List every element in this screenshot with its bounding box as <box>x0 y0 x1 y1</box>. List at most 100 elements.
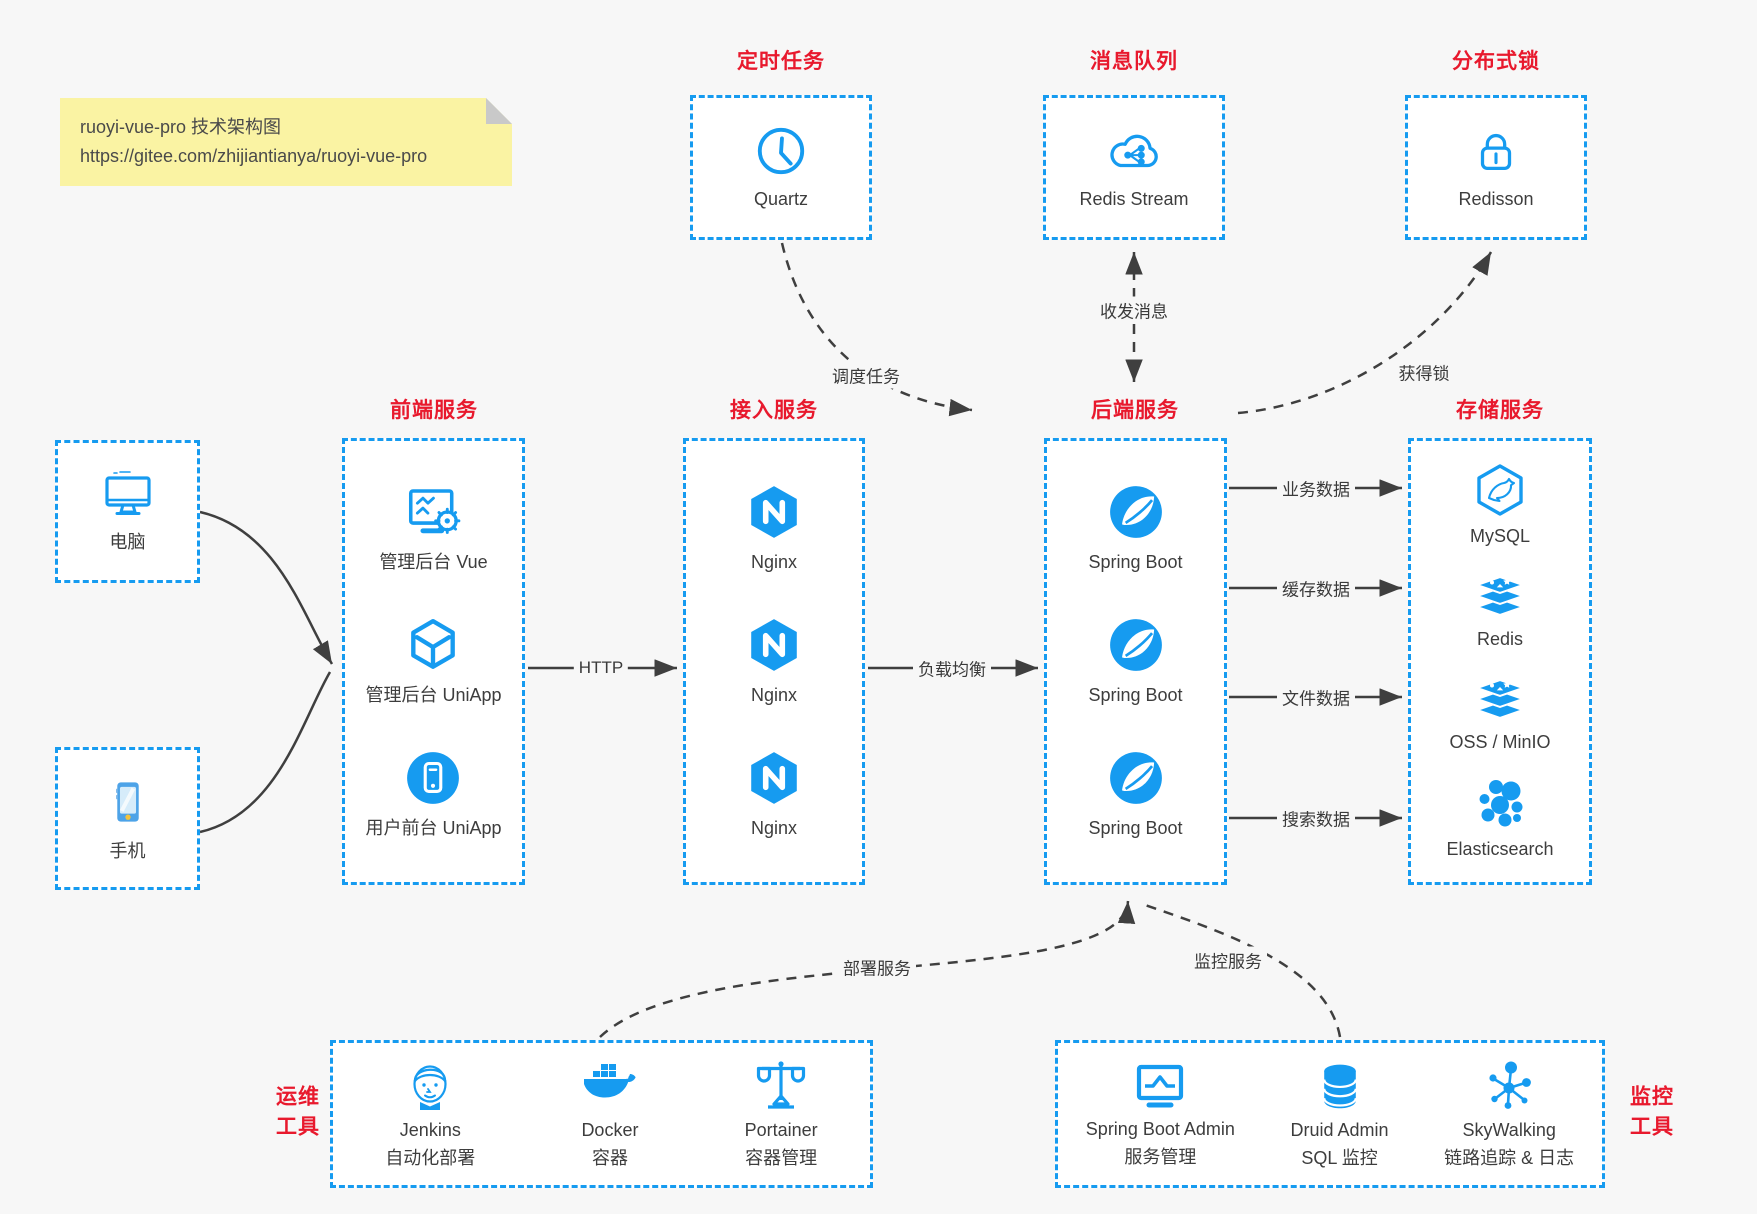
redis-stream-box: Redis Stream <box>1043 95 1225 240</box>
trace-network-icon <box>1489 1061 1532 1109</box>
node-label: Spring Boot <box>1088 551 1183 572</box>
database-icon <box>1322 1064 1357 1108</box>
node-redis-stream: Redis Stream <box>1079 124 1189 211</box>
node-label: 手机 <box>109 840 146 861</box>
redisson-box: Redisson <box>1405 95 1587 240</box>
node-sublabel: 服务管理 <box>1124 1147 1197 1167</box>
arrow-monitor-service <box>1141 902 1342 1038</box>
admin-dashboard-gear-icon <box>408 488 460 534</box>
column-title-backend: 后端服务 <box>1091 398 1179 422</box>
edge-label-acquire-lock: 获得锁 <box>1393 358 1455 386</box>
cube-icon <box>411 618 456 669</box>
clock-icon <box>757 127 805 174</box>
node-redis: Redis <box>1471 569 1529 651</box>
arrow-phone-to-frontend <box>199 671 332 834</box>
arrow-desktop-to-frontend <box>199 510 334 665</box>
node-label: Nginx <box>750 551 798 572</box>
admin-monitor-icon <box>1137 1064 1184 1108</box>
group-title-devops-tools: 运维 工具 <box>276 1085 320 1139</box>
node-sublabel: 自动化部署 <box>385 1148 476 1168</box>
node-portainer: Portainer 容器管理 <box>745 1058 818 1171</box>
edge-label-load-balance: 负载均衡 <box>913 654 991 682</box>
object-storage-icon <box>1473 678 1527 719</box>
edge-label-cache-data: 缓存数据 <box>1277 574 1355 602</box>
spring-boot-icon <box>1109 485 1162 538</box>
node-label: Spring Boot <box>1088 817 1183 838</box>
node-docker: Docker 容器 <box>580 1058 640 1171</box>
node-sublabel: 链路追踪 & 日志 <box>1444 1148 1575 1168</box>
node-label: Redis Stream <box>1079 188 1189 209</box>
lock-icon <box>1480 133 1512 170</box>
scales-icon <box>757 1061 806 1109</box>
node-label: 管理后台 UniApp <box>365 684 502 705</box>
sticky-note: ruoyi-vue-pro 技术架构图 https://gitee.com/zh… <box>60 98 512 186</box>
edge-label-schedule-task: 调度任务 <box>827 361 905 389</box>
node-label: 用户前台 UniApp <box>365 817 502 838</box>
edge-label-send-receive-message: 收发消息 <box>1095 296 1173 324</box>
group-title-distributed-lock: 分布式锁 <box>1452 49 1540 73</box>
node-admin-vue: 管理后台 Vue <box>379 483 488 574</box>
edge-label-monitor-service: 监控服务 <box>1189 946 1267 974</box>
arrow-schedule-task <box>780 242 973 417</box>
nginx-icon <box>751 485 797 538</box>
edge-label-http: HTTP <box>573 657 629 679</box>
node-admin-uniapp: 管理后台 UniApp <box>365 616 502 707</box>
arrow-acquire-lock <box>1237 251 1493 415</box>
spring-boot-icon <box>1109 751 1162 804</box>
column-title-gateway: 接入服务 <box>730 398 818 422</box>
nginx-icon <box>751 751 797 804</box>
devops-tools-box: Jenkins 自动化部署 Docker 容器 <box>330 1040 873 1188</box>
node-label: Elasticsearch <box>1446 838 1554 859</box>
node-label: Quartz <box>753 188 809 209</box>
column-title-storage: 存储服务 <box>1456 398 1544 422</box>
node-label: MySQL <box>1469 525 1530 546</box>
node-label: Nginx <box>750 684 798 705</box>
node-spring-boot-admin: Spring Boot Admin 服务管理 <box>1086 1059 1235 1170</box>
node-springboot-3: Spring Boot <box>1088 749 1183 840</box>
nginx-icon <box>751 618 797 671</box>
node-label: Nginx <box>750 817 798 838</box>
node-redisson: Redisson <box>1458 124 1534 211</box>
node-sublabel: SQL 监控 <box>1301 1148 1378 1168</box>
group-title-scheduled-jobs: 定时任务 <box>737 49 825 73</box>
node-desktop: 电脑 <box>100 469 156 554</box>
column-title-frontend: 前端服务 <box>390 398 478 422</box>
node-skywalking: SkyWalking 链路追踪 & 日志 <box>1444 1058 1574 1171</box>
note-title: ruoyi-vue-pro 技术架构图 <box>80 117 282 137</box>
node-label: Redisson <box>1458 188 1534 209</box>
smartphone-icon <box>115 782 139 822</box>
node-mysql: MySQL <box>1470 462 1530 548</box>
edge-label-search-data: 搜索数据 <box>1277 804 1355 832</box>
node-nginx-1: Nginx <box>745 483 803 574</box>
node-oss-minio: OSS / MinIO <box>1449 672 1551 754</box>
node-user-uniapp: 用户前台 UniApp <box>365 749 502 840</box>
edge-label-biz-data: 业务数据 <box>1277 474 1355 502</box>
storage-services-box: MySQL Redis <box>1408 438 1592 885</box>
node-label: OSS / MinIO <box>1449 731 1551 752</box>
edge-label-file-data: 文件数据 <box>1277 683 1355 711</box>
node-label: Jenkins <box>399 1119 461 1140</box>
desktop-client-box: 电脑 <box>55 440 200 583</box>
note-url[interactable]: https://gitee.com/zhijiantianya/ruoyi-vu… <box>80 145 428 166</box>
docker-icon <box>583 1063 636 1098</box>
gateway-services-box: Nginx Nginx Nginx <box>683 438 865 885</box>
node-label: Spring Boot Admin <box>1085 1118 1235 1139</box>
desktop-icon <box>104 471 151 515</box>
node-sublabel: 容器 <box>591 1148 628 1168</box>
redis-icon <box>1473 575 1527 616</box>
mysql-icon <box>1477 464 1523 516</box>
elasticsearch-icon <box>1479 779 1523 827</box>
node-label: Druid Admin <box>1290 1119 1389 1140</box>
monitor-tools-box: Spring Boot Admin 服务管理 Druid Admin SQL 监… <box>1055 1040 1605 1188</box>
node-elasticsearch: Elasticsearch <box>1446 775 1554 861</box>
node-nginx-2: Nginx <box>745 616 803 707</box>
quartz-box: Quartz <box>690 95 872 240</box>
node-jenkins: Jenkins 自动化部署 <box>385 1058 475 1171</box>
node-springboot-2: Spring Boot <box>1088 616 1183 707</box>
spring-boot-icon <box>1109 618 1162 671</box>
backend-services-box: Spring Boot Spring Boot Spring Boot <box>1044 438 1227 885</box>
cloud-mq-icon <box>1110 134 1158 168</box>
node-druid-admin: Druid Admin SQL 监控 <box>1291 1058 1389 1171</box>
node-sublabel: 容器管理 <box>745 1148 818 1168</box>
